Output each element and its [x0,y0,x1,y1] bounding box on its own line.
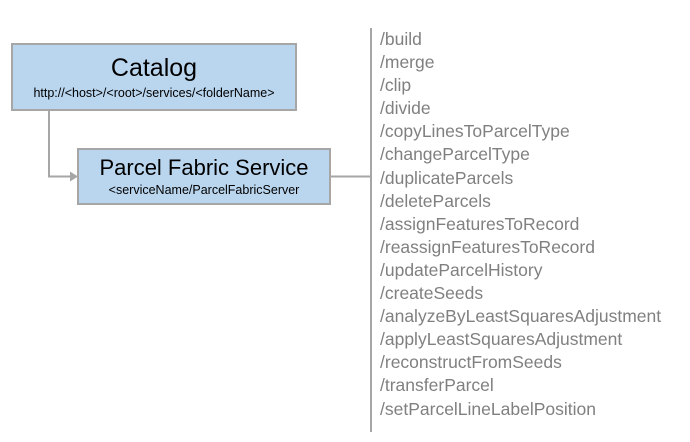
operation-item: /copyLinesToParcelType [380,121,570,142]
catalog-node: Catalog http://<host>/<root>/services/<f… [11,43,297,111]
operation-item: /build [380,29,422,49]
operation-item: /clip [380,75,412,96]
operation-item: /deleteParcels [380,190,491,211]
operation-item: /transferParcel [380,375,494,396]
operation-item: /updateParcelHistory [380,259,543,280]
operations-list: /build /merge /clip /divide /copyLinesTo… [370,28,686,432]
catalog-node-url: http://<host>/<root>/services/<folderNam… [33,86,275,100]
catalog-node-title: Catalog [110,54,198,82]
operation-item: /setParcelLineLabelPosition [380,398,596,419]
operation-item: /reassignFeaturesToRecord [380,236,595,257]
operation-item: /merge [380,52,435,73]
operation-item: /duplicateParcels [380,167,514,188]
operation-item: /createSeeds [380,283,484,304]
operation-item: /assignFeaturesToRecord [380,213,580,234]
parcel-fabric-service-node-title: Parcel Fabric Service [99,155,309,180]
parcel-fabric-service-node: Parcel Fabric Service <serviceName/Parce… [77,148,331,205]
operation-item: /analyzeByLeastSquaresAdjustment [380,306,662,327]
parcel-fabric-service-node-path: <serviceName/ParcelFabricServer [108,183,300,197]
operation-item: /reconstructFromSeeds [380,352,562,373]
operation-item: /divide [380,98,431,119]
catalog-to-service-connector [48,111,78,182]
operation-item: /changeParcelType [380,144,530,165]
operation-item: /applyLeastSquaresAdjustment [380,329,623,350]
